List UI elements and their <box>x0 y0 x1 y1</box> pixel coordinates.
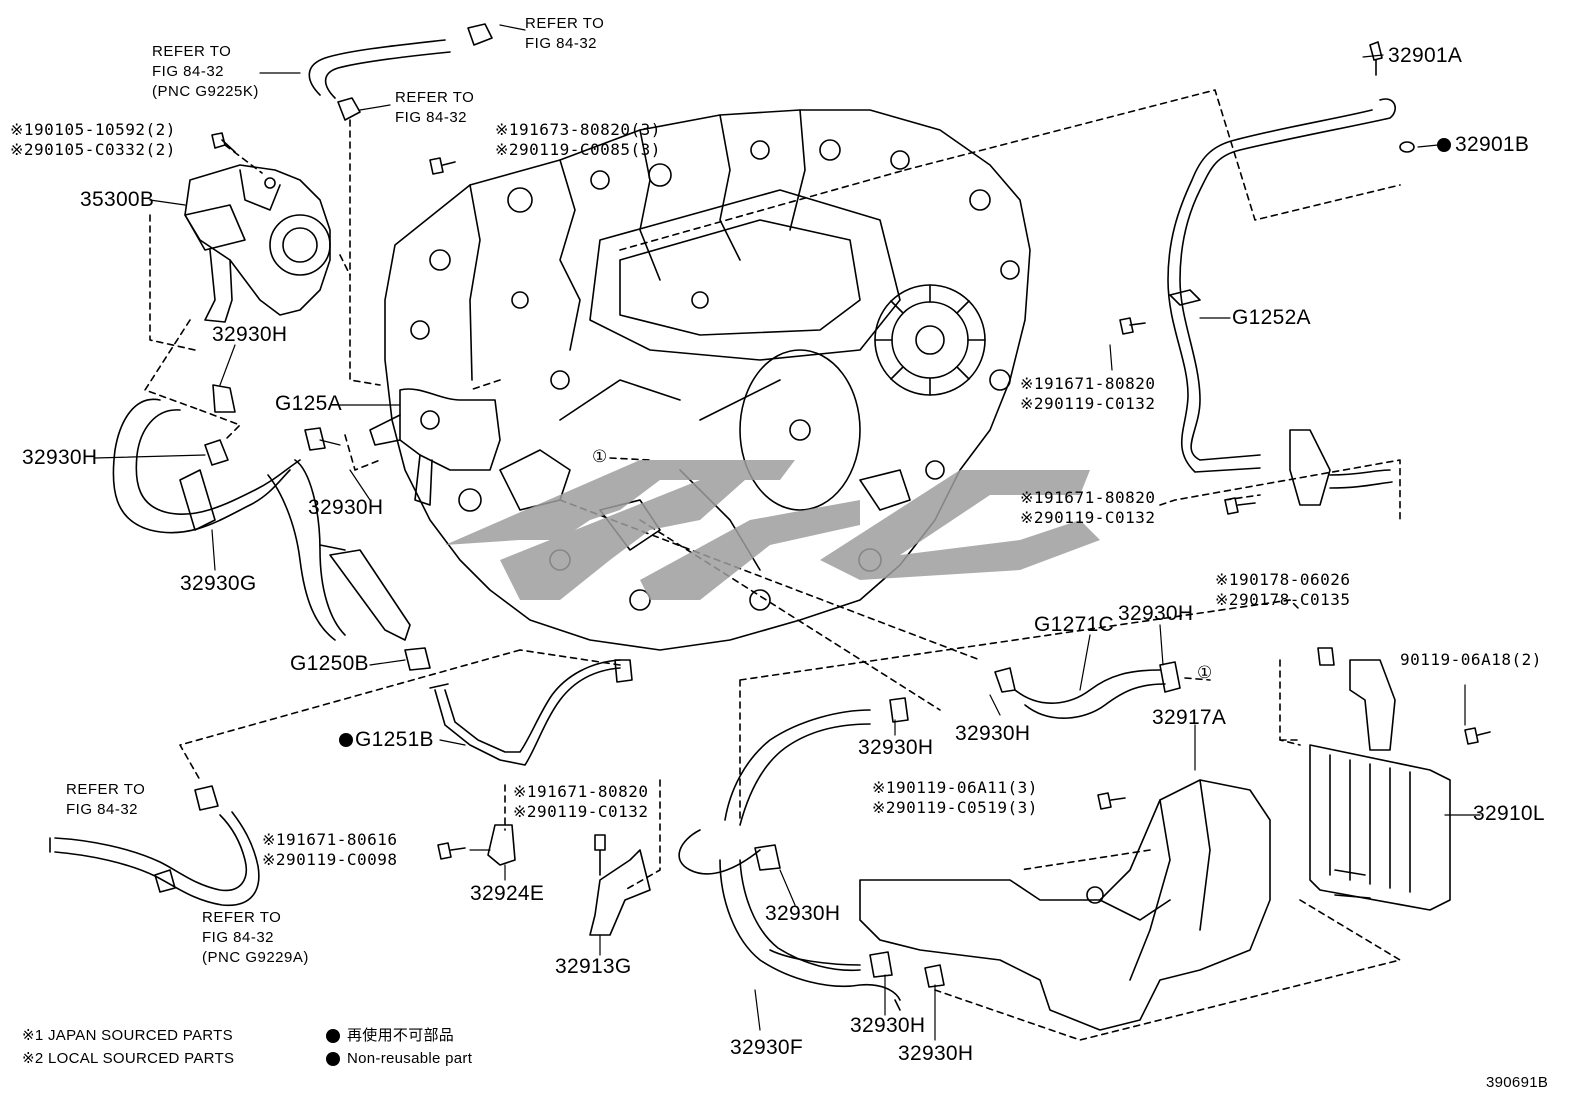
clip-G1250B <box>404 647 431 671</box>
note-191671-d: ※191671-80616 ※290119-C0098 <box>262 830 398 869</box>
part-90119: 90119-06A18(2) <box>1400 650 1542 669</box>
pipe-G125A <box>369 388 501 506</box>
hose-32930G <box>112 398 411 641</box>
hose-bottom-left <box>49 785 260 907</box>
bolts-right <box>429 41 1491 876</box>
part-32930H-6: 32930H <box>858 736 934 759</box>
note-191671-a: ※191671-80820 ※290119-C0132 <box>1020 374 1156 413</box>
clip-32930H-h <box>924 964 945 988</box>
part-32930H-5: 32930H <box>955 722 1031 745</box>
refer-left: REFER TO FIG 84-32 <box>66 781 146 818</box>
part-G1252A: G1252A <box>1232 306 1311 329</box>
note-191673: ※191673-80820(3) ※290119-C0085(3) <box>495 120 661 159</box>
note-190119: ※190119-06A11(3) ※290119-C0519(3) <box>872 778 1038 817</box>
legend-dot-en <box>326 1052 340 1066</box>
note-190178: ※190178-06026 ※290178-C0135 <box>1215 570 1351 609</box>
callout-1-a: ① <box>592 447 608 467</box>
clip-32930H-a <box>212 384 236 413</box>
hose-G1271C <box>994 661 1211 719</box>
dashed-leaders-center <box>559 89 1401 1041</box>
part-32930H-8: 32930H <box>850 1014 926 1037</box>
cooler-35300B <box>184 164 331 323</box>
bolt-35300B <box>211 132 263 174</box>
bracket-32913G <box>589 849 651 936</box>
bracket-32924E <box>487 824 516 866</box>
refer-top: REFER TO FIG 84-32 <box>525 15 605 52</box>
part-32930H-7: 32930H <box>765 902 841 925</box>
part-G1251B: G1251B <box>355 728 434 751</box>
note-191671-b: ※191671-80820 ※290119-C0132 <box>1020 488 1156 527</box>
part-G1250B: G1250B <box>290 652 369 675</box>
legend-japan: ※1 JAPAN SOURCED PARTS <box>22 1027 233 1044</box>
watermark-logo <box>445 460 1100 600</box>
clip-32930H-f <box>754 844 781 871</box>
leader-lines <box>94 24 1481 1041</box>
pipe-G1252A <box>1167 98 1396 506</box>
refer-bottom: REFER TO FIG 84-32 (PNC G9229A) <box>202 909 309 966</box>
pipe-G1251B <box>429 659 633 766</box>
part-32930G: 32930G <box>180 572 257 595</box>
part-32930H-4: 32930H <box>1118 602 1194 625</box>
part-G1271C: G1271C <box>1034 613 1115 636</box>
part-32901B: 32901B <box>1455 133 1530 156</box>
legend-non-reusable-jp: 再使用不可部品 <box>347 1027 455 1044</box>
duct-32917A <box>859 779 1271 1031</box>
part-32910L: 32910L <box>1473 802 1545 825</box>
part-32930F: 32930F <box>730 1036 804 1059</box>
clip-32930H-d <box>889 697 909 723</box>
part-32930H-1: 32930H <box>212 323 288 346</box>
legend-local: ※2 LOCAL SOURCED PARTS <box>22 1050 235 1067</box>
diagram-id: 390691B <box>1486 1074 1549 1091</box>
legend-non-reusable-en: Non-reusable part <box>347 1050 473 1067</box>
part-32917A: 32917A <box>1152 706 1227 729</box>
part-32901A: 32901A <box>1388 44 1463 67</box>
part-32930H-9: 32930H <box>898 1042 974 1065</box>
part-32930H-3: 32930H <box>308 496 384 519</box>
note-190105: ※190105-10592(2) ※290105-C0332(2) <box>10 120 176 159</box>
part-32913G: 32913G <box>555 955 632 978</box>
cooler-32910L <box>1309 659 1451 911</box>
refer-mid: REFER TO FIG 84-32 <box>395 89 475 126</box>
non-reusable-dot-32901B <box>1437 138 1451 152</box>
clip-32930H-b <box>204 439 229 466</box>
part-32930H-2: 32930H <box>22 446 98 469</box>
hose-top-refer <box>308 23 493 121</box>
hose-32930F <box>678 709 901 1011</box>
clip-32930H-c <box>304 427 326 451</box>
non-reusable-dot-G1251B <box>339 733 353 747</box>
legend-dot-jp <box>326 1029 340 1043</box>
part-G125A: G125A <box>275 392 342 415</box>
part-32924E: 32924E <box>470 882 545 905</box>
part-35300B: 35300B <box>80 188 155 211</box>
callout-1-b: ① <box>1197 663 1213 683</box>
note-191671-c: ※191671-80820 ※290119-C0132 <box>513 782 649 821</box>
clip-32930H-g <box>869 951 893 978</box>
refer-top-left: REFER TO FIG 84-32 (PNC G9225K) <box>152 43 259 100</box>
